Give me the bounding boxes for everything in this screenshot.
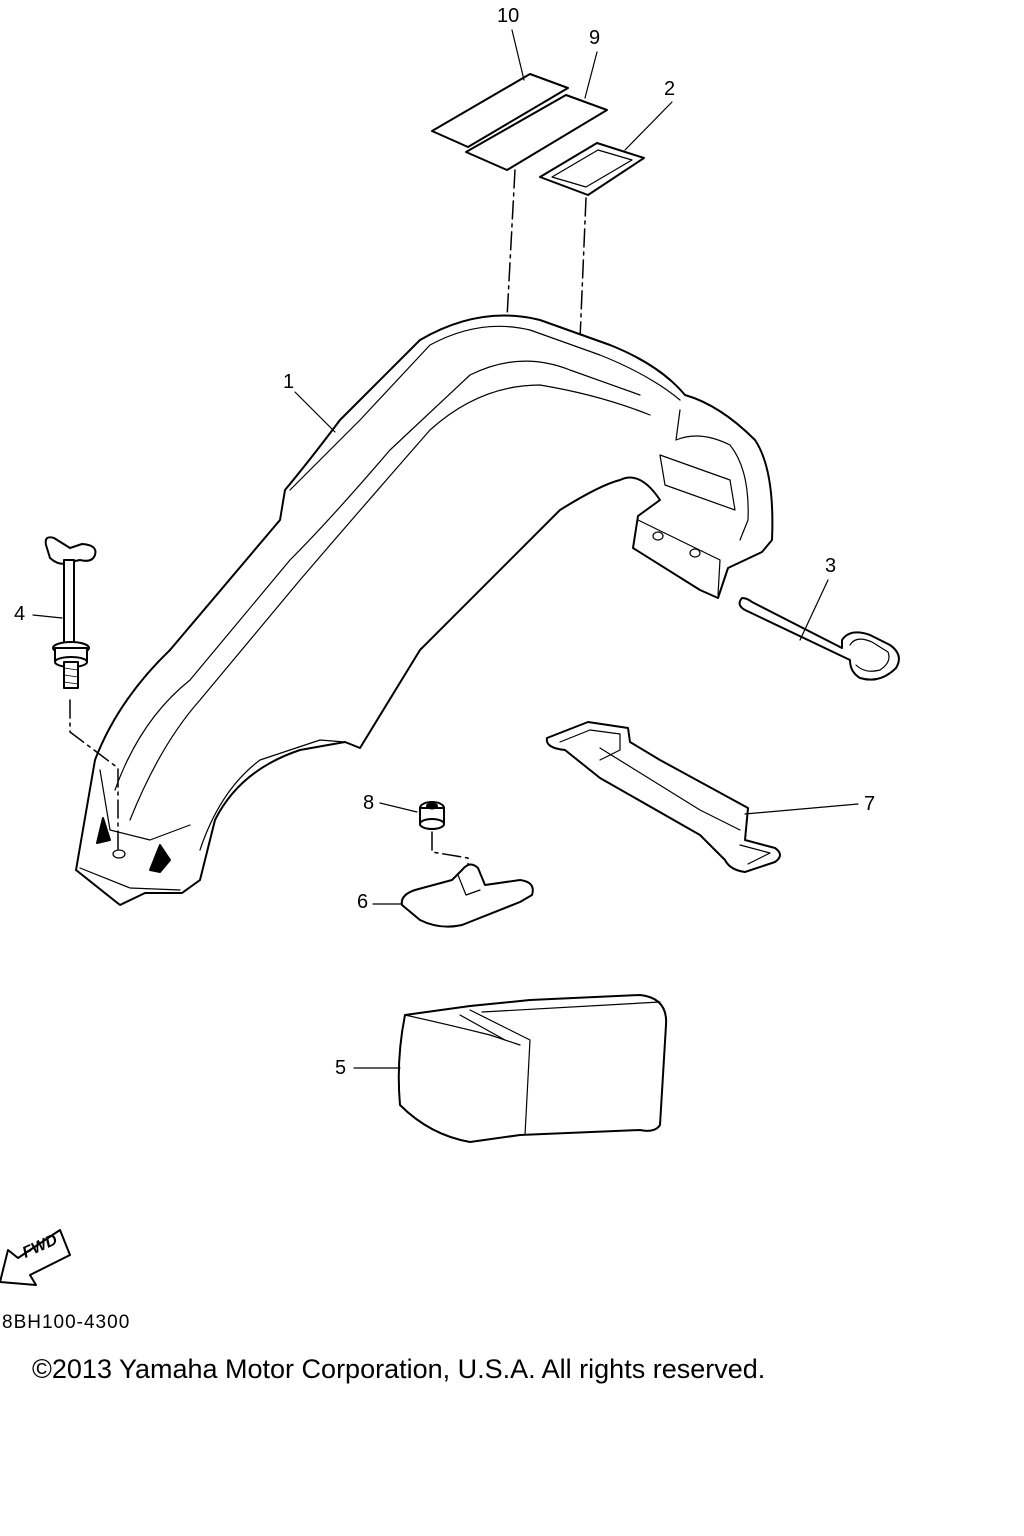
callout-7: 7 (864, 793, 876, 815)
callout-2: 2 (664, 78, 676, 100)
callout-1: 1 (283, 371, 295, 393)
fender-part-1 (75, 314, 774, 906)
callout-5: 5 (335, 1057, 347, 1079)
callout-3: 3 (825, 555, 837, 577)
part-code: 8BH100-4300 (2, 1312, 131, 1333)
cover-part-5 (397, 994, 668, 1143)
wing-bolt-part-4 (44, 536, 97, 689)
strap-part-7 (545, 721, 781, 873)
rod-part-3 (738, 597, 900, 681)
decal-2 (539, 142, 645, 196)
decal-10 (431, 73, 569, 148)
callout-10: 10 (497, 5, 520, 27)
copyright-notice: ©2013 Yamaha Motor Corporation, U.S.A. A… (32, 1354, 766, 1384)
nut-part-8 (419, 801, 445, 830)
callout-4: 4 (14, 603, 26, 625)
callout-9: 9 (589, 27, 601, 49)
fwd-arrow-icon (0, 1229, 71, 1286)
bracket-part-6 (400, 863, 534, 928)
callout-8: 8 (363, 792, 375, 814)
callout-6: 6 (357, 891, 369, 913)
decal-9 (465, 94, 608, 171)
